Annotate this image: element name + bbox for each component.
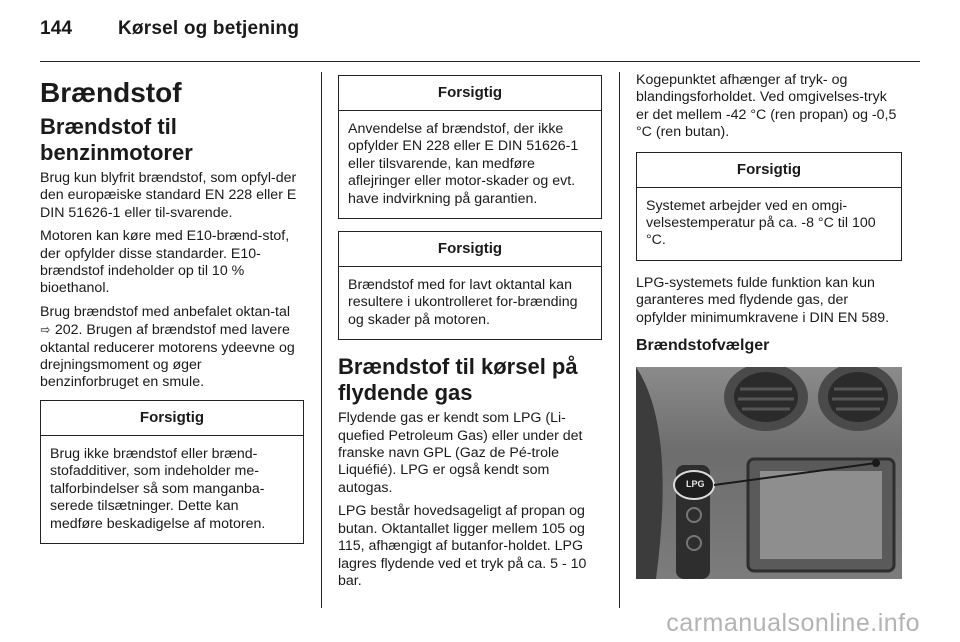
caution-box: Forsigtig Anvendelse af brændstof, der i… bbox=[338, 75, 602, 220]
paragraph: LPG består hovedsageligt af propan og bu… bbox=[338, 503, 587, 589]
paragraph: Flydende gas er kendt som LPG (Li-quefie… bbox=[338, 410, 583, 496]
paragraph: Kogepunktet afhænger af tryk- og blandin… bbox=[636, 72, 897, 141]
paragraph: Brug brændstof med anbefalet oktan-tal ⇨… bbox=[40, 304, 304, 392]
lpg-button-label: LPG bbox=[686, 479, 705, 490]
column-divider-1 bbox=[321, 72, 322, 608]
subsection-title-petrol: Brændstof til benzinmotorer bbox=[40, 114, 193, 165]
paragraph: LPG-systemets fulde funktion kan kun gar… bbox=[636, 274, 890, 326]
dashboard-illustration bbox=[636, 367, 898, 580]
caution-box: Forsigtig Brændstof med for lavt oktanta… bbox=[338, 231, 602, 341]
paragraph-text: Brug brændstof med anbefalet oktan-tal bbox=[40, 303, 291, 320]
caution-text: Brug ikke brændstof eller brænd-stofaddi… bbox=[50, 445, 266, 532]
caution-box: Forsigtig Systemet arbejder ved en omgi-… bbox=[636, 151, 902, 261]
caution-title: Forsigtig bbox=[339, 232, 601, 268]
subsection-title-lpg: Brændstof til kørsel på flydende gas bbox=[338, 354, 578, 406]
section-title: Brændstof bbox=[40, 77, 182, 108]
paragraph-text: . Brugen af brændstof med lavere oktanta… bbox=[40, 322, 295, 391]
page-number: 144 bbox=[40, 18, 73, 39]
caution-title: Forsigtig bbox=[41, 401, 303, 436]
column-divider-2 bbox=[619, 72, 620, 608]
chapter-title: Kørsel og betjening bbox=[118, 18, 300, 39]
paragraph: Brug kun blyfrit brændstof, som opfyl-de… bbox=[40, 170, 297, 221]
column-2: Forsigtig Anvendelse af brændstof, der i… bbox=[338, 72, 602, 596]
cross-reference-page[interactable]: 202 bbox=[54, 322, 79, 339]
caution-box: Forsigtig Brug ikke brændstof eller bræn… bbox=[40, 399, 304, 544]
column-1: Brændstof Brændstof til benzinmotorer Br… bbox=[40, 72, 304, 554]
caution-text: Anvendelse af brændstof, der ikke opfyld… bbox=[348, 121, 579, 207]
subsection-title-fuel-selector: Brændstofvælger bbox=[636, 337, 770, 355]
caution-text: Brændstof med for lavt oktantal kan resu… bbox=[348, 277, 578, 328]
fuel-selector-photo: LPG bbox=[636, 367, 902, 580]
caution-text: Systemet arbejder ved en omgi-velsestemp… bbox=[646, 197, 876, 249]
watermark: carmanualsonline.info bbox=[666, 609, 920, 637]
column-3: Kogepunktet afhænger af tryk- og blandin… bbox=[636, 72, 902, 580]
page-header: 144 Kørsel og betjening bbox=[40, 18, 299, 40]
header-rule bbox=[40, 61, 920, 62]
paragraph: Motoren kan køre med E10-brænd-stof, der… bbox=[40, 228, 290, 297]
cross-reference-icon[interactable]: ⇨ bbox=[40, 322, 51, 338]
caution-title: Forsigtig bbox=[339, 76, 601, 111]
caution-title: Forsigtig bbox=[637, 153, 901, 188]
